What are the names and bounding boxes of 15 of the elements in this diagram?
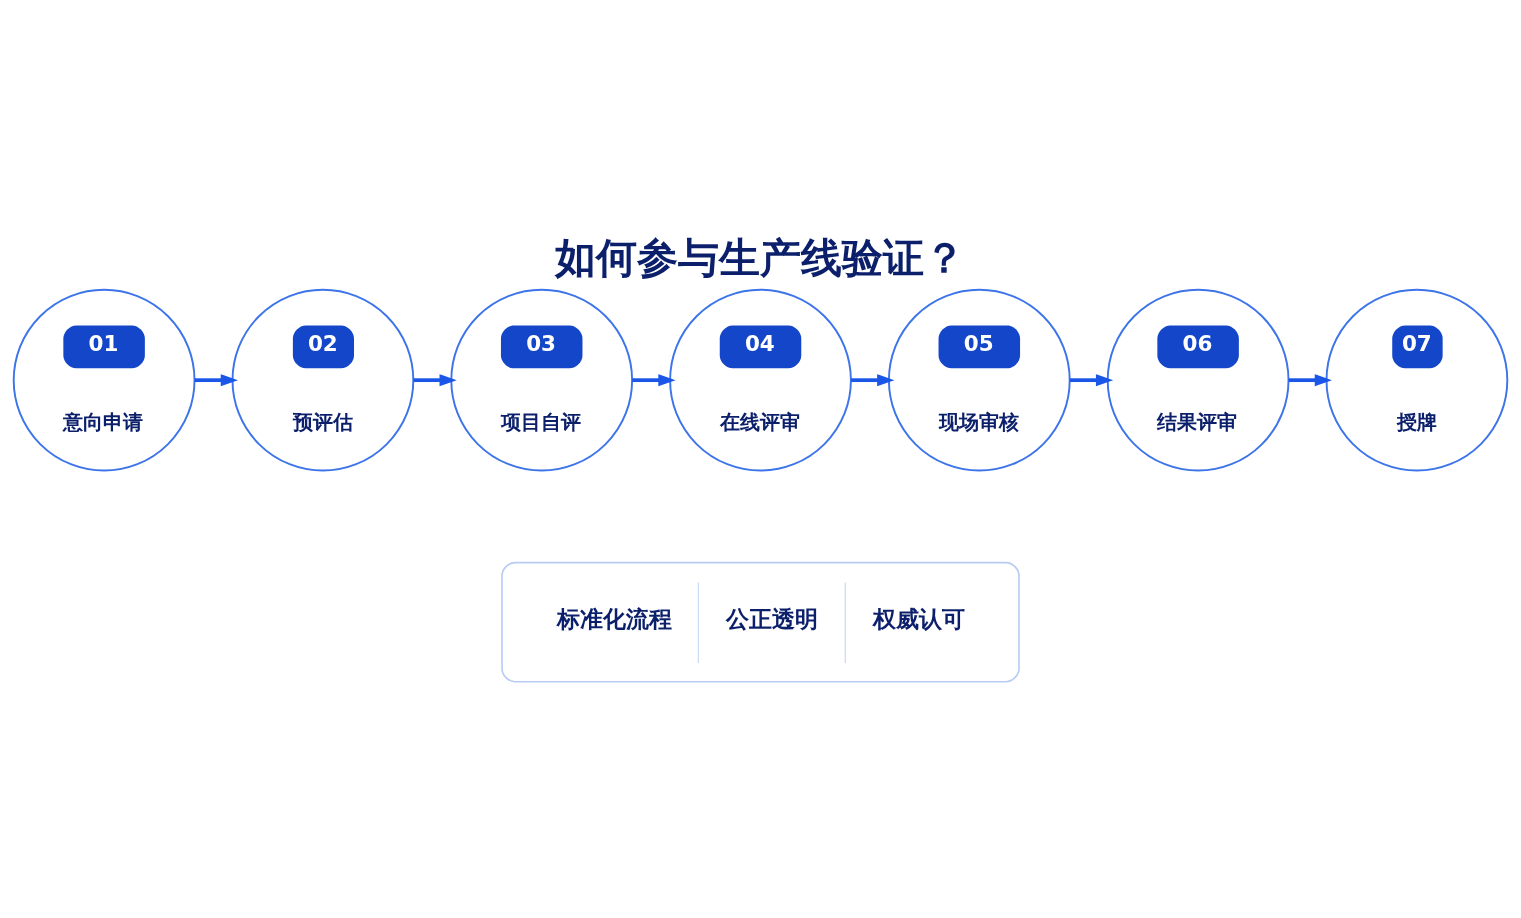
node-circle: 03 项目自评 (450, 288, 634, 472)
node-circle: 07 授牌 (1325, 288, 1509, 472)
arrow (851, 374, 895, 387)
node-circle: 06 结果评审 (1106, 288, 1290, 472)
arrow (413, 374, 457, 387)
arrow (1288, 374, 1332, 387)
node-box: 标准化流程 公正透明 权威认可 (501, 561, 1020, 683)
node-circle: 04 在线评审 (669, 288, 852, 472)
arrow (194, 374, 238, 387)
arrow (632, 374, 676, 387)
node-circle: 02 预评估 (231, 288, 415, 472)
node-circle: 05 现场审核 (887, 288, 1071, 472)
node-circle: 01 意向申请 (12, 288, 196, 472)
diagram-title: 如何参与生产线验证？ (555, 234, 966, 283)
arrow (1069, 374, 1114, 387)
